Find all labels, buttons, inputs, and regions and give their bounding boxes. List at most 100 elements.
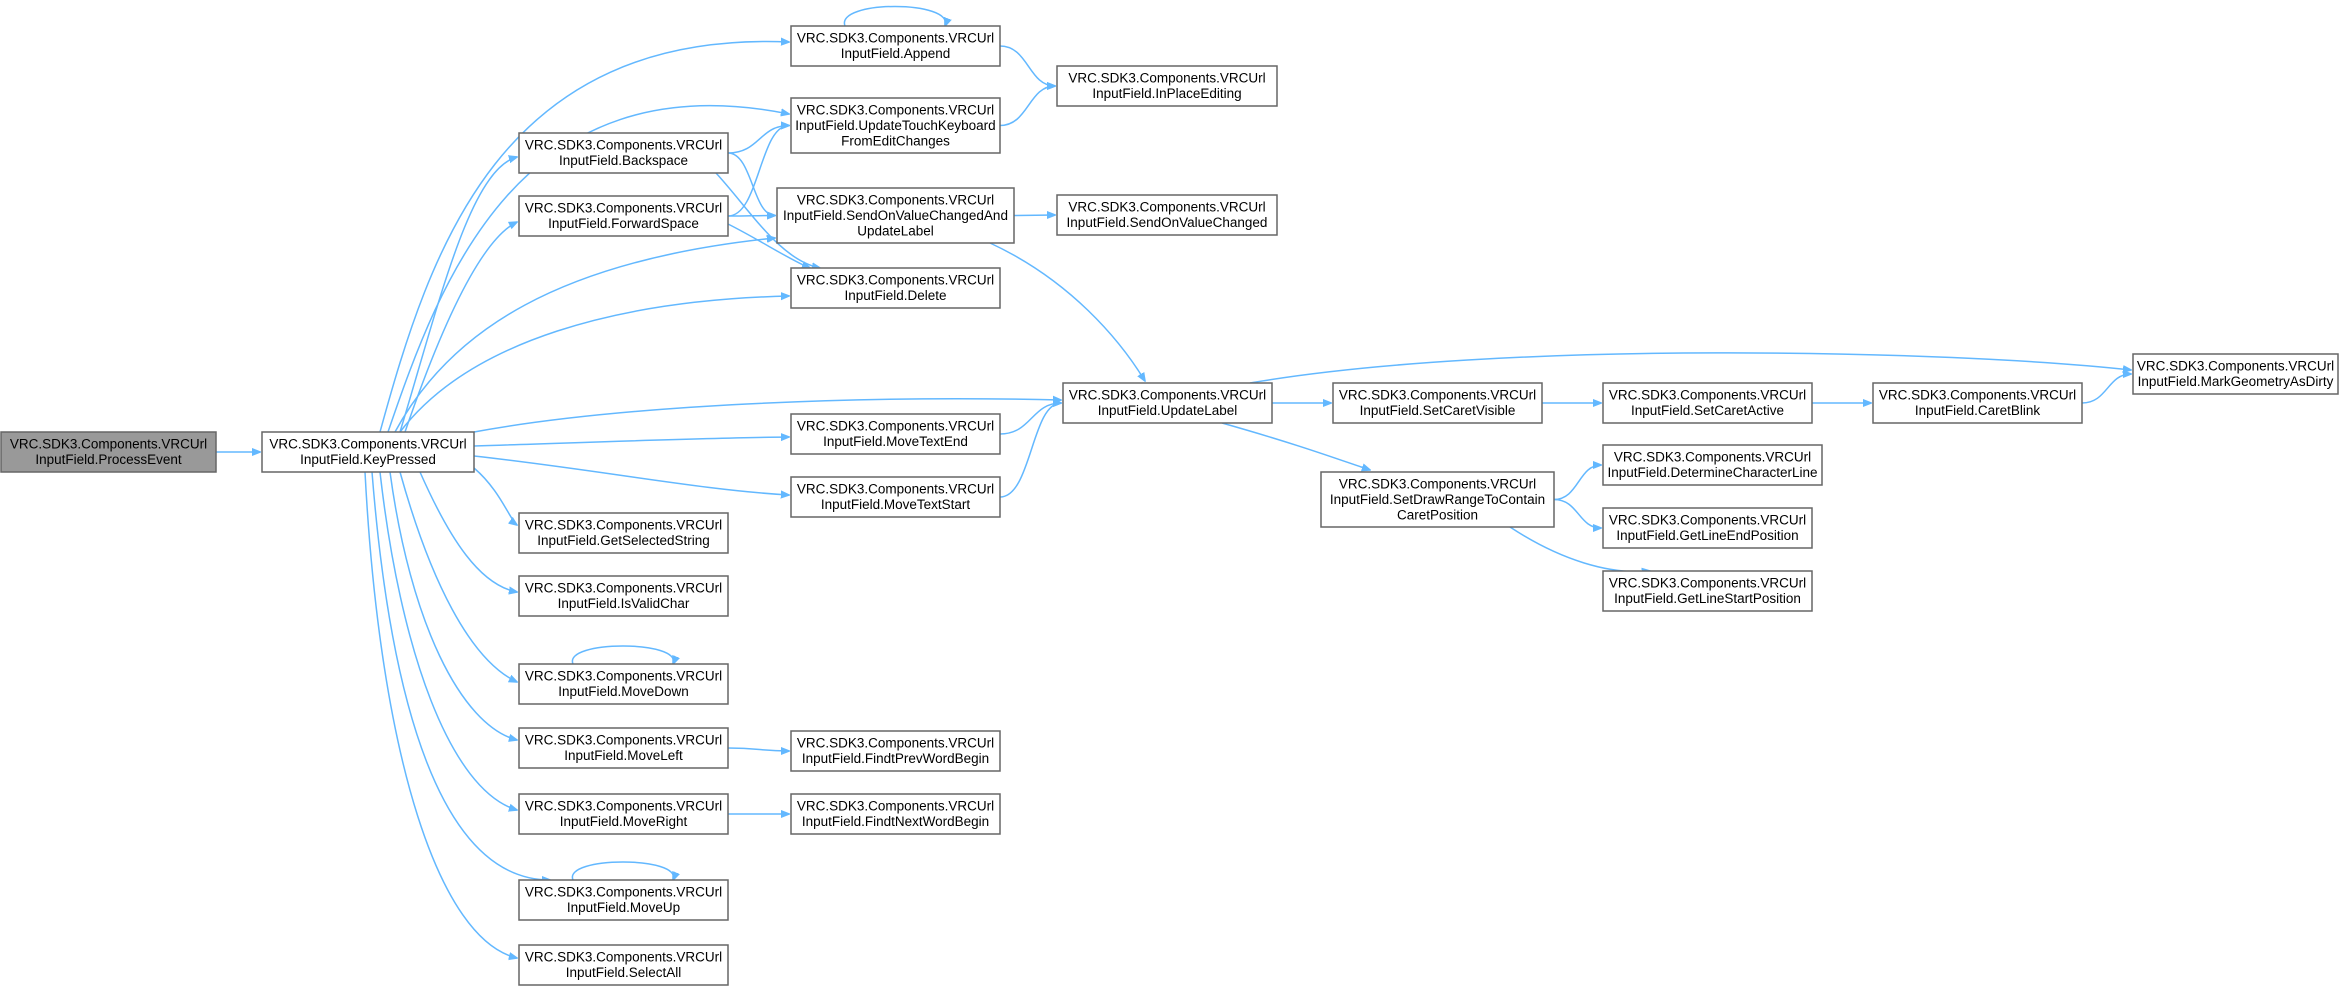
node-label-line: CaretPosition: [1397, 507, 1478, 522]
node-backspace[interactable]: VRC.SDK3.Components.VRCUrlInputField.Bac…: [518, 132, 729, 174]
edge-moveTextEnd-to-updateLabel: [999, 403, 1061, 435]
node-box: [518, 727, 729, 769]
edges-layer: [216, 5, 2131, 959]
node-label-line: VRC.SDK3.Components.VRCUrl: [797, 419, 994, 434]
node-label-line: VRC.SDK3.Components.VRCUrl: [1339, 476, 1536, 491]
node-box: [518, 195, 729, 237]
node-forwardSpace[interactable]: VRC.SDK3.Components.VRCUrlInputField.For…: [518, 195, 729, 237]
node-label-line: VRC.SDK3.Components.VRCUrl: [1069, 388, 1266, 403]
node-label-line: VRC.SDK3.Components.VRCUrl: [797, 102, 994, 117]
node-box: [1056, 194, 1278, 236]
node-box: [1320, 471, 1555, 528]
node-findNextWordBegin[interactable]: VRC.SDK3.Components.VRCUrlInputField.Fin…: [790, 793, 1001, 835]
node-moveLeft[interactable]: VRC.SDK3.Components.VRCUrlInputField.Mov…: [518, 727, 729, 769]
node-label-line: VRC.SDK3.Components.VRCUrl: [1068, 200, 1265, 215]
edge-keyPressed-to-isValidChar: [419, 471, 517, 592]
node-sendOnValueChanged[interactable]: VRC.SDK3.Components.VRCUrlInputField.Sen…: [1056, 194, 1278, 236]
edge-updateTouchKeyboard-to-inPlaceEditing: [999, 86, 1055, 127]
node-setDrawRange[interactable]: VRC.SDK3.Components.VRCUrlInputField.Set…: [1320, 471, 1555, 528]
node-label-line: InputField.SetCaretActive: [1631, 403, 1784, 418]
node-box: [1602, 444, 1823, 486]
node-selectAll[interactable]: VRC.SDK3.Components.VRCUrlInputField.Sel…: [518, 944, 729, 986]
node-findPrevWordBegin[interactable]: VRC.SDK3.Components.VRCUrlInputField.Fin…: [790, 730, 1001, 772]
node-label-line: VRC.SDK3.Components.VRCUrl: [525, 733, 722, 748]
node-box: [518, 944, 729, 986]
node-box: [518, 132, 729, 174]
node-label-line: InputField.ProcessEvent: [35, 452, 182, 467]
node-getLineEndPosition[interactable]: VRC.SDK3.Components.VRCUrlInputField.Get…: [1602, 507, 1813, 549]
edge-keyPressed-to-moveDown: [399, 471, 517, 682]
node-label-line: InputField.UpdateTouchKeyboard: [795, 118, 995, 133]
node-caretBlink[interactable]: VRC.SDK3.Components.VRCUrlInputField.Car…: [1872, 382, 2083, 424]
edge-keyPressed-to-moveRight: [379, 471, 517, 810]
edge-keyPressed-to-backspace: [399, 157, 517, 433]
node-updateLabel[interactable]: VRC.SDK3.Components.VRCUrlInputField.Upd…: [1062, 382, 1273, 424]
node-determineCharacterLine[interactable]: VRC.SDK3.Components.VRCUrlInputField.Det…: [1602, 444, 1823, 486]
edge-keyPressed-to-append: [379, 42, 789, 433]
node-label-line: InputField.SendOnValueChanged: [1067, 215, 1268, 230]
edge-moveDown-to-moveDown: [572, 645, 673, 664]
node-keyPressed[interactable]: VRC.SDK3.Components.VRCUrlInputField.Key…: [261, 431, 475, 473]
node-label-line: VRC.SDK3.Components.VRCUrl: [1609, 576, 1806, 591]
node-label-line: InputField.Backspace: [559, 153, 688, 168]
node-label-line: InputField.SelectAll: [566, 965, 682, 980]
node-label-line: InputField.MoveUp: [567, 900, 680, 915]
node-sendOnValueChangedAndUpdateLabel[interactable]: VRC.SDK3.Components.VRCUrlInputField.Sen…: [776, 187, 1015, 244]
node-box: [1602, 570, 1813, 612]
edge-keyPressed-to-getSelectedString: [473, 467, 517, 525]
node-moveTextEnd[interactable]: VRC.SDK3.Components.VRCUrlInputField.Mov…: [790, 413, 1001, 455]
edge-setDrawRange-to-getLineEndPosition: [1553, 498, 1601, 529]
node-setCaretVisible[interactable]: VRC.SDK3.Components.VRCUrlInputField.Set…: [1332, 382, 1543, 424]
edge-forwardSpace-to-sendOnValueChangedAndUpdateLabel: [727, 216, 775, 217]
node-setCaretActive[interactable]: VRC.SDK3.Components.VRCUrlInputField.Set…: [1602, 382, 1813, 424]
node-getSelectedString[interactable]: VRC.SDK3.Components.VRCUrlInputField.Get…: [518, 512, 729, 554]
node-inPlaceEditing[interactable]: VRC.SDK3.Components.VRCUrlInputField.InP…: [1056, 65, 1278, 107]
node-moveUp[interactable]: VRC.SDK3.Components.VRCUrlInputField.Mov…: [518, 879, 729, 921]
node-moveTextStart[interactable]: VRC.SDK3.Components.VRCUrlInputField.Mov…: [790, 476, 1001, 518]
node-label-line: InputField.MoveRight: [560, 814, 688, 829]
edge-keyPressed-to-moveUp: [371, 471, 550, 880]
node-label-line: VRC.SDK3.Components.VRCUrl: [525, 950, 722, 965]
node-label-line: FromEditChanges: [841, 133, 950, 148]
edge-moveUp-to-moveUp: [572, 861, 673, 880]
node-label-line: InputField.MarkGeometryAsDirty: [2138, 374, 2334, 389]
node-processEvent[interactable]: VRC.SDK3.Components.VRCUrlInputField.Pro…: [0, 431, 217, 473]
node-label-line: VRC.SDK3.Components.VRCUrl: [1339, 388, 1536, 403]
edge-sendOnValueChangedAndUpdateLabel-to-updateLabel: [989, 242, 1145, 381]
node-delete[interactable]: VRC.SDK3.Components.VRCUrlInputField.Del…: [790, 267, 1001, 309]
node-getLineStartPosition[interactable]: VRC.SDK3.Components.VRCUrlInputField.Get…: [1602, 570, 1813, 612]
edge-keyPressed-to-forwardSpace: [404, 222, 517, 433]
node-label-line: InputField.IsValidChar: [558, 596, 690, 611]
node-moveRight[interactable]: VRC.SDK3.Components.VRCUrlInputField.Mov…: [518, 793, 729, 835]
node-label-line: VRC.SDK3.Components.VRCUrl: [797, 273, 994, 288]
edge-append-to-inPlaceEditing: [999, 45, 1055, 86]
node-label-line: VRC.SDK3.Components.VRCUrl: [1068, 71, 1265, 86]
edge-setDrawRange-to-determineCharacterLine: [1553, 465, 1601, 501]
node-updateTouchKeyboard[interactable]: VRC.SDK3.Components.VRCUrlInputField.Upd…: [790, 97, 1001, 154]
node-label-line: InputField.KeyPressed: [300, 452, 436, 467]
node-label-line: InputField.DetermineCharacterLine: [1607, 465, 1817, 480]
edge-keyPressed-to-moveTextStart: [473, 455, 789, 495]
node-moveDown[interactable]: VRC.SDK3.Components.VRCUrlInputField.Mov…: [518, 663, 729, 705]
node-box: [2132, 353, 2339, 395]
node-box: [518, 512, 729, 554]
node-isValidChar[interactable]: VRC.SDK3.Components.VRCUrlInputField.IsV…: [518, 575, 729, 617]
node-box: [776, 187, 1015, 244]
node-box: [518, 575, 729, 617]
node-label-line: VRC.SDK3.Components.VRCUrl: [525, 518, 722, 533]
node-label-line: InputField.FindtPrevWordBegin: [802, 751, 989, 766]
node-box: [1332, 382, 1543, 424]
node-box: [1602, 382, 1813, 424]
edge-sendOnValueChangedAndUpdateLabel-to-sendOnValueChanged: [1013, 215, 1055, 216]
node-label-line: InputField.GetLineStartPosition: [1614, 591, 1801, 606]
node-box: [261, 431, 475, 473]
edge-forwardSpace-to-delete: [727, 223, 810, 268]
node-label-line: VRC.SDK3.Components.VRCUrl: [797, 31, 994, 46]
node-markGeometryAsDirty[interactable]: VRC.SDK3.Components.VRCUrlInputField.Mar…: [2132, 353, 2339, 395]
node-label-line: InputField.MoveTextStart: [821, 497, 971, 512]
node-label-line: InputField.MoveTextEnd: [823, 434, 968, 449]
node-label-line: VRC.SDK3.Components.VRCUrl: [797, 192, 994, 207]
node-append[interactable]: VRC.SDK3.Components.VRCUrlInputField.App…: [790, 25, 1001, 67]
node-label-line: VRC.SDK3.Components.VRCUrl: [10, 437, 207, 452]
